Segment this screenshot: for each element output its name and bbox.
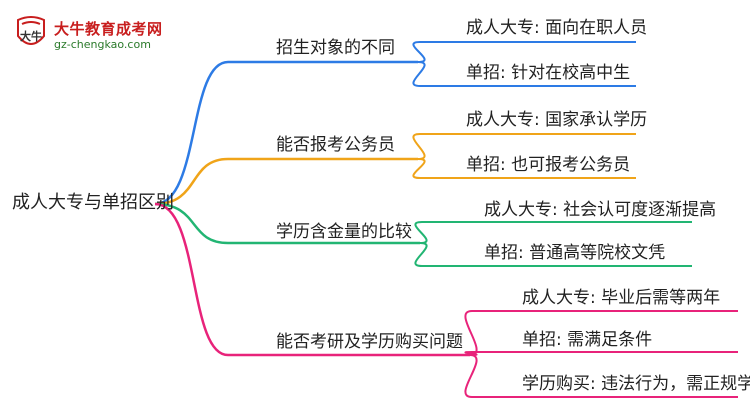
branch-label-target-audience: 招生对象的不同 [276, 38, 395, 58]
leaf-label-3-2: 学历购买: 违法行为，需正规学习 [522, 374, 750, 394]
leaf-label-2-1: 单招: 普通高等院校文凭 [484, 243, 666, 263]
leaf-connector-3-2 [464, 354, 478, 398]
branch-connector-0 [154, 60, 229, 206]
leaf-label-3-0: 成人大专: 毕业后需等两年 [522, 288, 721, 308]
leaf-label-1-1: 单招: 也可报考公务员 [466, 155, 631, 175]
branch-label-civil-service: 能否报考公务员 [276, 135, 395, 155]
logo-mark-icon: 大牛 [17, 16, 45, 45]
leaf-connector-0-0 [412, 41, 426, 63]
leaf-connector-1-1 [412, 158, 426, 179]
site-logo[interactable]: 大牛 大牛教育成考网 gz-chengkao.com [14, 14, 194, 58]
root-node-label: 成人大专与单招区别 [12, 192, 174, 213]
leaf-connector-3-0 [464, 310, 478, 356]
logo-mark-text: 大牛 [20, 29, 42, 43]
leaf-connector-0-1 [412, 61, 426, 87]
leaf-connector-2-0 [414, 221, 428, 244]
leaf-connector-3-1 [464, 351, 478, 356]
leaf-label-2-0: 成人大专: 社会认可度逐渐提高 [484, 200, 717, 220]
leaf-label-3-1: 单招: 需满足条件 [522, 330, 653, 350]
branch-connector-1 [154, 157, 229, 206]
branch-connector-2 [154, 202, 229, 245]
leaf-label-1-0: 成人大专: 国家承认学历 [466, 110, 648, 130]
branch-label-postgrad-purchase: 能否考研及学历购买问题 [276, 332, 463, 352]
leaf-connector-1-0 [412, 133, 426, 160]
logo-url: gz-chengkao.com [54, 38, 151, 51]
branch-connector-3 [154, 202, 229, 357]
logo-title: 大牛教育成考网 [54, 20, 163, 38]
leaf-label-0-0: 成人大专: 面向在职人员 [466, 18, 648, 38]
branch-label-diploma-value: 学历含金量的比较 [276, 222, 412, 242]
leaf-connector-2-1 [414, 242, 428, 267]
leaf-label-0-1: 单招: 针对在校高中生 [466, 63, 631, 83]
